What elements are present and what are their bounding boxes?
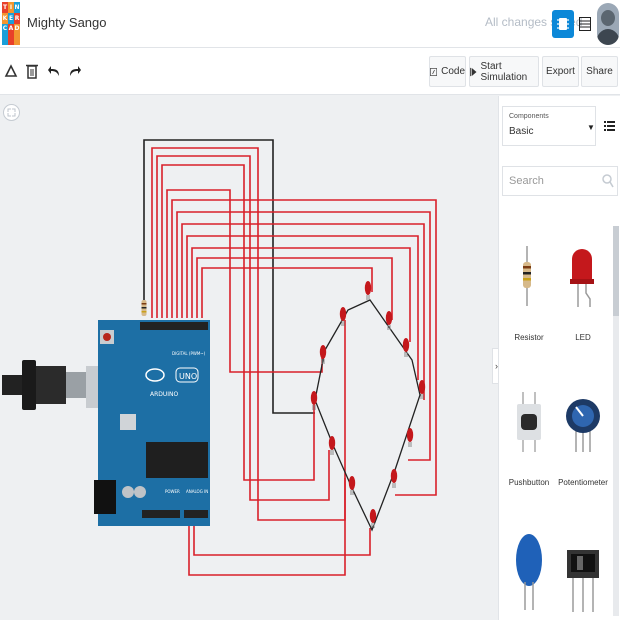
potentiometer-icon[interactable]: [565, 388, 601, 452]
components-value: Basic: [509, 126, 534, 137]
logo-letter: D: [14, 23, 20, 35]
components-panel: Components Basic ▼ Search Resistor: [498, 96, 620, 620]
rotate-icon: [4, 64, 18, 77]
pushbutton-label: Pushbutton: [508, 478, 550, 487]
logo-letter: E: [8, 12, 14, 24]
ground-wire: [143, 139, 315, 414]
circuit-canvas[interactable]: ARDUINO UNO DIGITAL (PWM~) POWER ANALOG …: [0, 96, 498, 620]
led: [406, 428, 414, 447]
led: [369, 509, 377, 528]
svg-text:POWER: POWER: [165, 489, 180, 494]
svg-text:ARDUINO: ARDUINO: [150, 391, 179, 398]
resistor-icon[interactable]: [513, 246, 541, 306]
list-icon: [604, 121, 615, 131]
list-view-toggle[interactable]: [604, 118, 615, 136]
led: [390, 469, 398, 488]
undo-icon: [48, 66, 59, 76]
undo-button[interactable]: [44, 61, 64, 81]
table-icon: [579, 17, 591, 31]
project-title[interactable]: Mighty Sango: [27, 15, 107, 30]
usb-cable: [2, 360, 114, 410]
chevron-right-icon: ›: [495, 361, 498, 371]
led-label: LED: [575, 333, 591, 342]
caret-down-icon: ▼: [587, 123, 595, 132]
code-button[interactable]: Code: [429, 56, 466, 87]
logo-letter: A: [8, 23, 14, 35]
start-simulation-button[interactable]: Start Simulation: [469, 56, 539, 87]
collapse-panel-handle[interactable]: ›: [492, 348, 500, 384]
led: [319, 345, 327, 364]
resistor-label: Resistor: [514, 333, 544, 342]
led: [348, 476, 356, 495]
chip-icon: [557, 18, 569, 30]
logo-letter: K: [2, 12, 8, 24]
share-button[interactable]: Share: [581, 56, 618, 87]
arduino-board: ARDUINO UNO DIGITAL (PWM~) POWER ANALOG …: [94, 320, 210, 526]
component-search[interactable]: Search: [502, 166, 618, 196]
led: [418, 380, 426, 399]
export-button[interactable]: Export: [542, 56, 579, 87]
code-icon: [430, 67, 438, 76]
edit-toolbar: Code Start Simulation Export Share: [0, 48, 620, 95]
pushbutton-icon[interactable]: [515, 392, 543, 452]
components-list-button[interactable]: [578, 12, 592, 36]
trash-icon: [26, 64, 38, 79]
logo-letter: [2, 34, 8, 45]
capacitor-icon[interactable]: [513, 530, 545, 610]
svg-text:ANALOG IN: ANALOG IN: [186, 489, 208, 494]
circuit-drawing: ARDUINO UNO DIGITAL (PWM~) POWER ANALOG …: [2, 139, 437, 576]
led: [310, 391, 318, 410]
redo-icon: [70, 66, 81, 76]
fit-view-button[interactable]: [3, 104, 20, 121]
search-icon: [602, 174, 614, 188]
slideswitch-icon[interactable]: [563, 542, 603, 612]
logo-letter: I: [8, 2, 14, 13]
led: [385, 311, 393, 330]
led-array: [310, 281, 426, 528]
logo-letter: T: [2, 2, 8, 13]
svg-text:UNO: UNO: [179, 372, 197, 381]
resistor: [141, 300, 147, 316]
top-bar: T I N K E R C A D Mighty Sango All chang…: [0, 0, 620, 48]
logo-letter: R: [14, 12, 20, 24]
code-button-label: Code: [441, 66, 465, 77]
potentiometer-label: Potentiometer: [558, 478, 608, 487]
circuit-view-button[interactable]: [552, 10, 574, 38]
logo-letter: [14, 34, 20, 45]
share-label: Share: [586, 66, 613, 77]
led: [328, 436, 336, 455]
scrollbar-thumb[interactable]: [613, 226, 619, 316]
user-avatar[interactable]: [597, 3, 619, 45]
led-icon[interactable]: [567, 241, 597, 309]
start-simulation-label: Start Simulation: [480, 60, 528, 83]
led-wires: [151, 147, 437, 576]
led: [402, 338, 410, 357]
delete-button[interactable]: [22, 61, 42, 81]
led: [364, 281, 372, 300]
logo-letter: C: [2, 23, 8, 35]
fit-icon: [7, 108, 16, 117]
search-placeholder: Search: [509, 175, 544, 187]
components-dropdown[interactable]: Components Basic ▼: [502, 106, 596, 146]
panel-scrollbar[interactable]: [613, 226, 619, 616]
export-label: Export: [546, 66, 575, 77]
svg-text:DIGITAL (PWM~): DIGITAL (PWM~): [172, 351, 206, 356]
tinkercad-logo[interactable]: T I N K E R C A D: [2, 2, 20, 45]
led: [339, 307, 347, 326]
redo-button[interactable]: [65, 61, 85, 81]
logo-letter: N: [14, 2, 20, 13]
play-icon: [470, 67, 477, 76]
rotate-tool-button[interactable]: [1, 61, 21, 81]
components-label: Components: [509, 113, 549, 120]
logo-letter: [8, 34, 14, 45]
